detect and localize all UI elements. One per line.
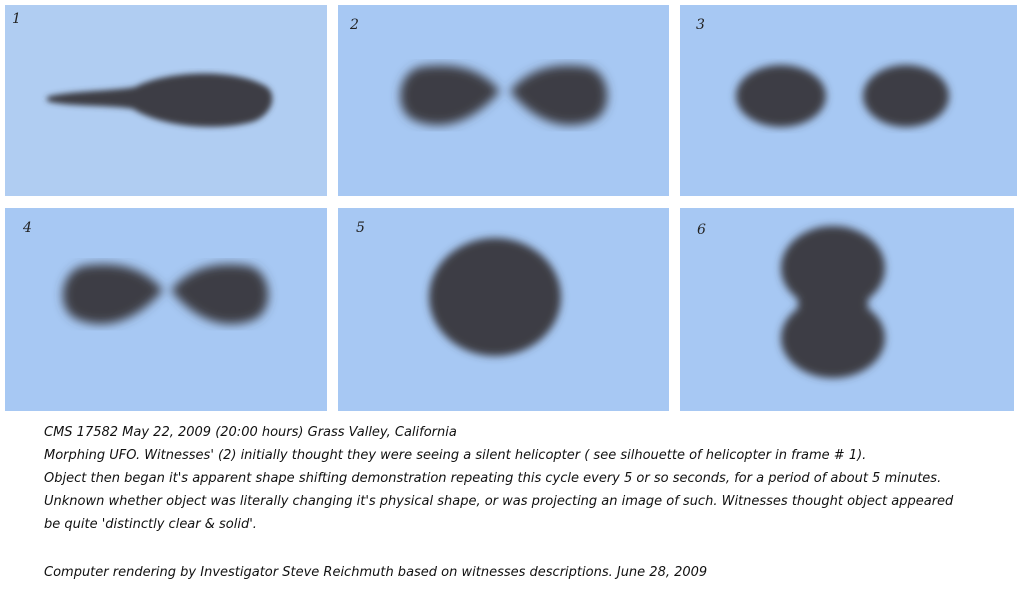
frame-number: 4 — [23, 220, 32, 236]
frame-number: 5 — [356, 220, 365, 236]
ufo-two-ovals-icon — [736, 65, 949, 127]
frame-4: 4 — [5, 208, 327, 411]
caption-line-5: be quite 'distinctly clear & solid'. — [44, 517, 257, 532]
helicopter-silhouette-icon — [47, 73, 273, 127]
frame-3: 3 — [680, 5, 1017, 196]
ufo-two-teardrops-icon — [400, 65, 608, 126]
ufo-two-teardrops-icon — [62, 264, 269, 325]
ufo-circle-icon — [429, 238, 561, 356]
caption-line-3: Object then began it's apparent shape sh… — [44, 471, 942, 486]
caption-line-4: Unknown whether object was literally cha… — [44, 494, 954, 509]
frame-number: 2 — [350, 17, 359, 33]
frame-5: 5 — [338, 208, 669, 411]
frame-2: 2 — [338, 5, 669, 196]
frame-1: 1 — [5, 5, 327, 196]
frame-6: 6 — [680, 208, 1014, 411]
ufo-stacked-circles-icon — [781, 226, 885, 378]
frame-number: 6 — [697, 222, 706, 238]
credit-line: Computer rendering by Investigator Steve… — [44, 565, 708, 580]
caption-line-1: CMS 17582 May 22, 2009 (20:00 hours) Gra… — [44, 425, 457, 440]
frame-number: 1 — [12, 11, 21, 27]
caption-line-2: Morphing UFO. Witnesses' (2) initially t… — [44, 448, 867, 463]
frame-number: 3 — [696, 17, 705, 33]
